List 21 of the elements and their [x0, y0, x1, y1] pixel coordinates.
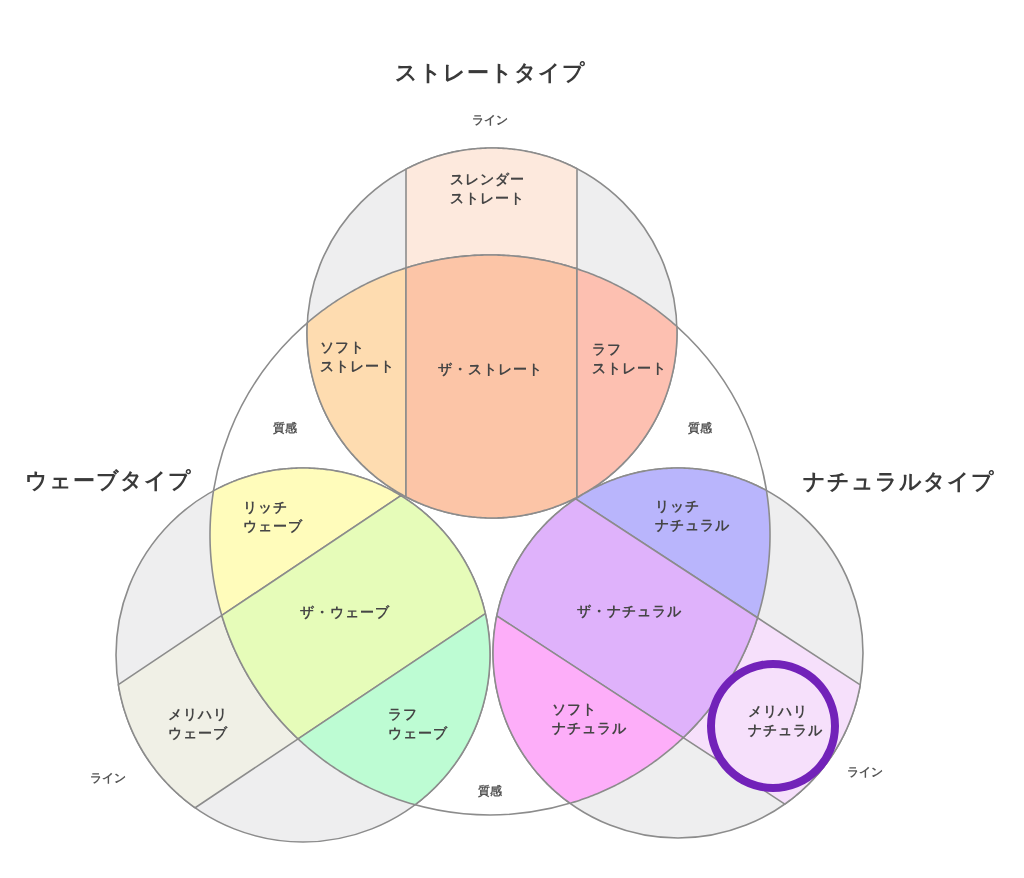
- segment-label: リッチナチュラル: [655, 497, 730, 535]
- segment-label: スレンダーストレート: [450, 170, 525, 208]
- axis-label: 質感: [478, 784, 502, 798]
- segment-label: ザ・ナチュラル: [577, 602, 682, 621]
- type-heading: ストレートタイプ: [394, 60, 586, 86]
- segment-label: ザ・ストレート: [438, 360, 543, 379]
- type-heading: ウェーブタイプ: [25, 468, 192, 494]
- type-heading: ナチュラルタイプ: [803, 469, 995, 495]
- axis-label: ライン: [847, 765, 883, 779]
- segment-label: メリハリウェーブ: [168, 705, 228, 743]
- segment-label: ソフトストレート: [320, 338, 395, 376]
- segment-label: ソフトナチュラル: [552, 700, 627, 738]
- segment-label: ザ・ウェーブ: [300, 603, 390, 622]
- segment-label: ラフストレート: [592, 340, 667, 378]
- axis-label: 質感: [273, 421, 297, 435]
- axis-label: ライン: [472, 113, 508, 127]
- axis-label: ライン: [90, 771, 126, 785]
- segment-label: ラフウェーブ: [388, 705, 448, 743]
- axis-label: 質感: [688, 421, 712, 435]
- segment-label: メリハリナチュラル: [748, 702, 823, 740]
- segment-label: リッチウェーブ: [243, 498, 303, 536]
